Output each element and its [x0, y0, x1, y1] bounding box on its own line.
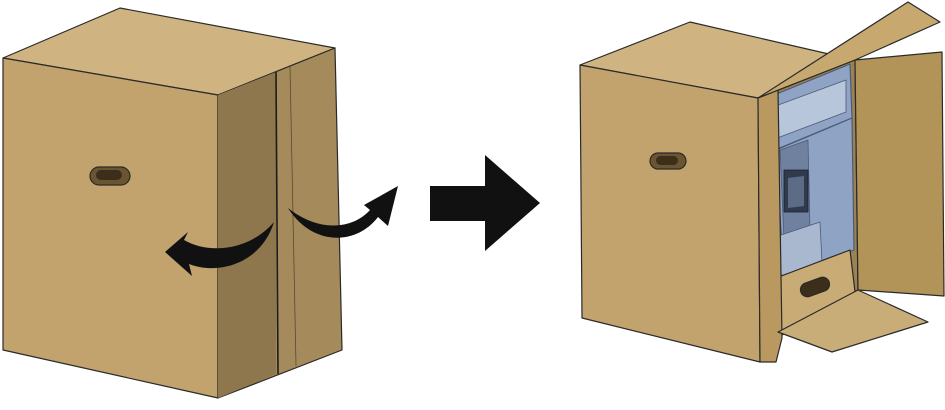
closed-box: [2, 7, 343, 399]
curved-arrow-left-icon: [165, 222, 274, 276]
opened-box-left-flap: [757, 89, 783, 363]
opened-box-top-flap: [757, 1, 941, 99]
closed-box-handle-inner: [96, 170, 122, 180]
closed-box-flap-seam: [275, 71, 279, 375]
opened-box: [579, 1, 945, 363]
opened-box-right-flap: [854, 51, 945, 297]
opened-box-front: [579, 64, 761, 363]
opened-box-bottom-flap: [777, 289, 929, 353]
packaged-unit: [761, 63, 855, 281]
curved-arrow-right-icon: [288, 186, 398, 238]
closed-box-front: [2, 57, 219, 399]
right-arrow-icon: [430, 155, 540, 251]
closed-box-fold-line: [289, 65, 297, 367]
opened-box-insert-hole: [799, 276, 831, 298]
closed-box-side-shade: [218, 72, 276, 398]
opened-box-handle-inner: [656, 156, 678, 165]
